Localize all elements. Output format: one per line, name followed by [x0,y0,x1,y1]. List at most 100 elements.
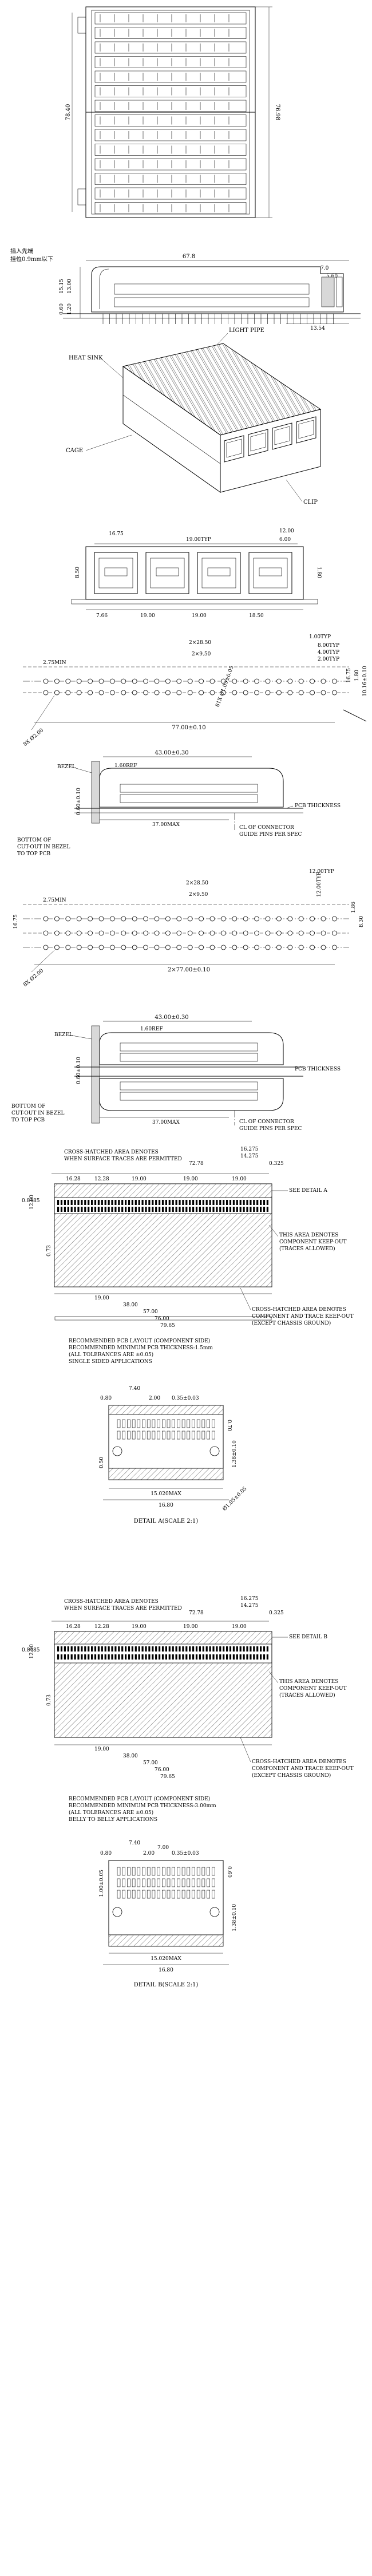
detail-pad [192,1419,195,1428]
dim-v6-d: 0.60±0.10 [76,788,82,815]
detail-pad [201,1419,205,1428]
smt-pad [172,1646,174,1652]
smt-pad [253,1207,255,1212]
pcb-hole [109,945,115,950]
smt-pad [94,1207,97,1212]
pcb-hole [220,690,226,696]
dim-v4-j: 1.80 [316,567,322,578]
smt-pad [202,1654,204,1660]
smt-pad [128,1207,130,1212]
smt-pad [91,1646,93,1652]
dim-v5-l: 8X Ø2.00 [22,727,45,748]
smt-pad [148,1646,151,1652]
detail-pad [192,1867,195,1876]
pcb-hole [276,690,282,696]
detail-pad [132,1431,136,1440]
pcb-hole [65,930,71,936]
dim-v7-d: 12.00TYP [309,869,334,875]
smt-pad [226,1646,228,1652]
detail-pad [177,1431,180,1440]
caption-detail-b: DETAIL B(SCALE 2:1) [134,1982,199,1988]
note2-line2: RECOMMENDED MINIMUM PCB THICKNESS:3.00mm [69,1803,216,1809]
label-this-area-1a: THIS AREA DENOTES [279,1232,338,1238]
smt-pad [219,1654,221,1660]
smt-pad [70,1207,73,1212]
pcb-hole [154,678,160,684]
note1-line4: SINGLE SIDED APPLICATIONS [69,1359,152,1365]
smt-pad [199,1207,201,1212]
detail-pad [201,1890,205,1899]
dim-v7-j: 8X Ø2.00 [22,967,45,988]
detail-pad [211,1890,215,1899]
label-keepout-1a: CROSS-HATCHED AREA DENOTES [252,1307,346,1313]
smt-pad [182,1207,184,1212]
label-bottom-cutout-1c: TO TOP PCB [17,851,50,857]
smt-pad [216,1200,218,1205]
smt-pad [175,1200,177,1205]
detail-pad [147,1867,151,1876]
label-see-detail-a: SEE DETAIL A [289,1188,327,1194]
detail-pad [142,1890,145,1899]
pcb-hole [121,690,126,696]
smt-pad [212,1654,215,1660]
note1-line1: RECOMMENDED PCB LAYOUT (COMPONENT SIDE) [69,1338,210,1344]
pcb-hole [276,930,282,936]
dim-v10-j: Ø1.05±0.05 [221,1485,248,1512]
detail-pad [211,1867,215,1876]
smt-pad [108,1646,110,1652]
pcb-hole [254,930,260,936]
smt-pad [104,1207,106,1212]
dim-v12-h: 1.00±0.05 [99,1870,105,1897]
dim-v9-a: 16.275 [240,1147,259,1152]
pcb-hole [220,930,226,936]
dim-v9-c: 72.78 [189,1161,204,1167]
detail-pad [142,1878,145,1887]
smt-pad [250,1654,252,1660]
smt-pad [159,1646,161,1652]
pcb-hole [243,678,248,684]
smt-pad [94,1646,97,1652]
front-port-inner [253,558,288,588]
detail-pad [127,1878,130,1887]
dim-v8-a: 43.00±0.30 [155,1014,188,1021]
detail-pad [142,1419,145,1428]
cage-row [94,41,247,54]
smt-pad [256,1646,259,1652]
smt-pad [263,1200,266,1205]
smt-pad [260,1654,262,1660]
pcb-hole [276,678,282,684]
smt-pad [81,1654,83,1660]
pcb-hole [276,945,282,950]
detail-pad [147,1878,151,1887]
smt-pad [243,1654,245,1660]
pcb-hole [176,678,182,684]
smt-pad [111,1646,113,1652]
smt-pad [77,1654,80,1660]
pcb-hole [310,916,315,922]
smt-pad [199,1646,201,1652]
pcb-hole [98,930,104,936]
detail-pad [137,1431,141,1440]
pcb-hole [76,678,82,684]
smt-pad [91,1207,93,1212]
smt-pad [202,1200,204,1205]
smt-pad [155,1654,157,1660]
pcb-hole [76,930,82,936]
smt-pad [250,1207,252,1212]
pcb-hole [287,690,293,696]
smt-pad [219,1207,221,1212]
smt-pad [114,1207,117,1212]
detail-pad [157,1419,160,1428]
dim-v1-right: 76.98 [274,104,280,121]
smt-pad [256,1207,259,1212]
pcb-hole [199,945,204,950]
label-this-area-2c: (TRACES ALLOWED) [279,1692,335,1698]
detail-pad [157,1878,160,1887]
dim-v12-a: 7.40 [129,1840,140,1846]
smt-pad [250,1646,252,1652]
smt-pad [88,1654,90,1660]
dim-v5-a: 2×28.50 [189,640,211,646]
smt-pad [104,1200,106,1205]
dim-v5-f: 4.00TYP [318,650,339,655]
detail-pad [152,1431,156,1440]
